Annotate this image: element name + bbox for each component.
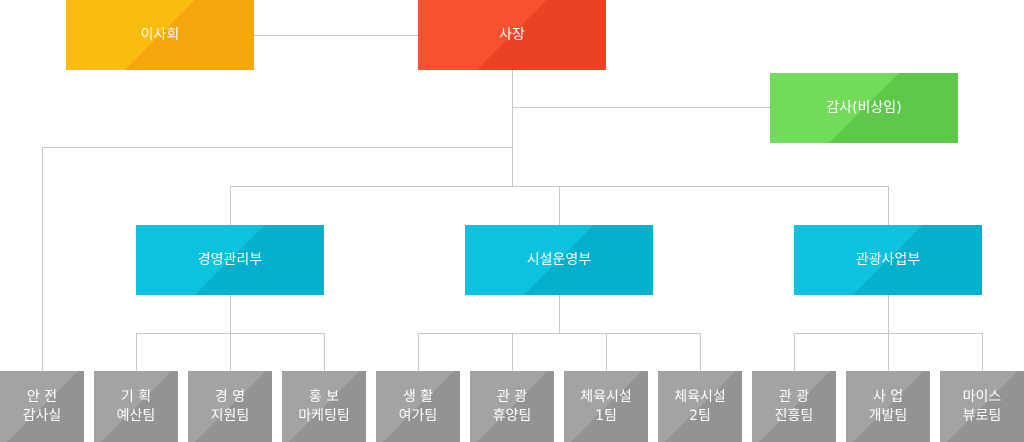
- auditor-label: 감사(비상임): [826, 99, 902, 116]
- department-label: 경영관리부: [197, 251, 263, 268]
- team-label: 경 영 지원팀: [210, 388, 250, 424]
- team-label: 생 활 여가팀: [398, 388, 438, 424]
- team-box: 체육시설 1팀: [564, 371, 648, 442]
- team-label: 홍 보 마케팅팀: [298, 388, 350, 424]
- department-label: 시설운영부: [526, 251, 592, 268]
- department-box: 경영관리부: [136, 225, 324, 295]
- board-box: 이사회: [66, 0, 254, 70]
- team-label: 기 획 예산팀: [116, 388, 156, 424]
- team-box: 사 업 개발팀: [846, 371, 930, 442]
- team-box: 생 활 여가팀: [376, 371, 460, 442]
- team-box: 관 광 휴양팀: [470, 371, 554, 442]
- team-box: 마이스 뷰로팀: [940, 371, 1024, 442]
- auditor-box: 감사(비상임): [770, 73, 958, 143]
- team-box: 관 광 진흥팀: [752, 371, 836, 442]
- team-label: 체육시설 2팀: [674, 388, 726, 424]
- team-box-safety: 안 전 감사실: [0, 371, 84, 442]
- team-box: 홍 보 마케팅팀: [282, 371, 366, 442]
- team-label: 사 업 개발팀: [868, 388, 908, 424]
- team-box: 기 획 예산팀: [94, 371, 178, 442]
- department-box: 관광사업부: [794, 225, 982, 295]
- department-box: 시설운영부: [465, 225, 653, 295]
- president-box: 사장: [418, 0, 606, 70]
- board-label: 이사회: [140, 26, 180, 43]
- team-label: 안 전 감사실: [22, 388, 62, 424]
- department-label: 관광사업부: [855, 251, 921, 268]
- team-label: 마이스 뷰로팀: [962, 388, 1002, 424]
- team-label: 체육시설 1팀: [580, 388, 632, 424]
- team-label: 관 광 휴양팀: [492, 388, 532, 424]
- team-box: 체육시설 2팀: [658, 371, 742, 442]
- team-label: 관 광 진흥팀: [774, 388, 814, 424]
- team-box: 경 영 지원팀: [188, 371, 272, 442]
- president-label: 사장: [499, 26, 525, 43]
